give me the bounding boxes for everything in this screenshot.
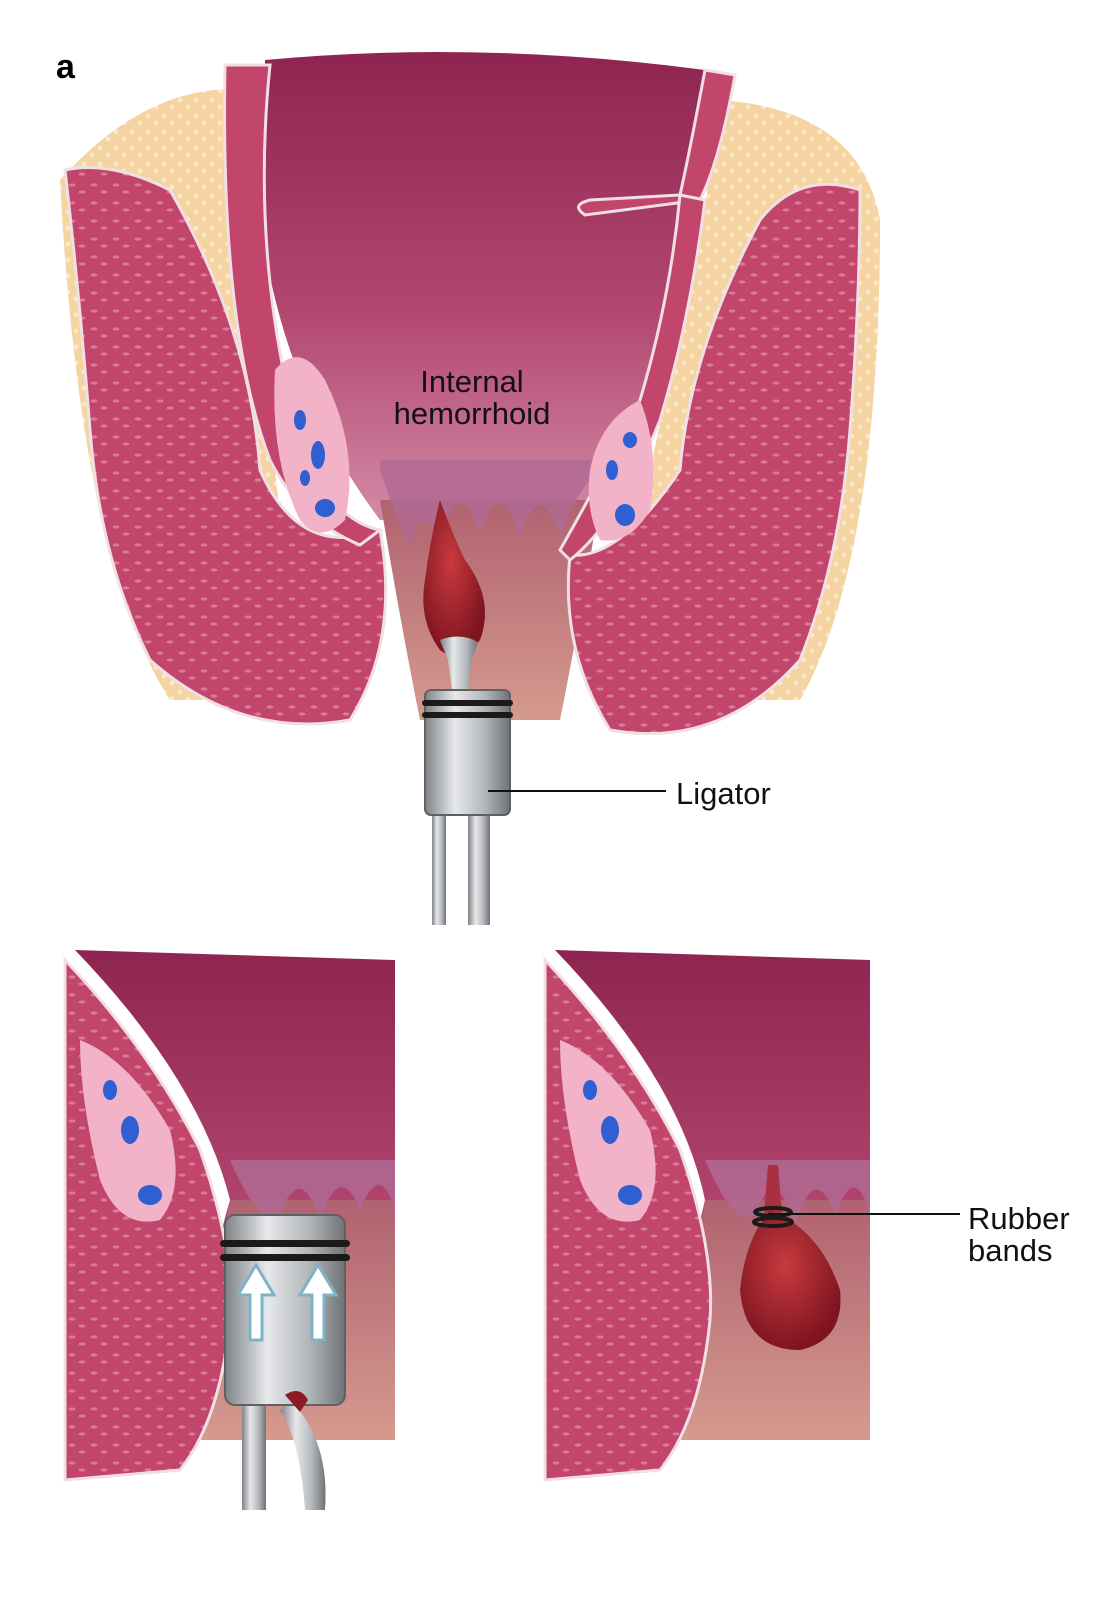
- ligated-hemorrhoid-stalk: [764, 1165, 782, 1215]
- right-lower-wall: [558, 193, 707, 563]
- bottom-left-panel: [63, 950, 395, 1510]
- br-vessels: [583, 1080, 642, 1205]
- bl-ligator-barrel: [224, 1214, 346, 1406]
- rubber-band-applied-2: [752, 1216, 794, 1228]
- internal-hemorrhoid: [423, 500, 485, 656]
- up-arrow-icon: [297, 1262, 339, 1342]
- ligator-label: Ligator: [676, 776, 771, 811]
- up-arrow-icon: [235, 1262, 277, 1342]
- ligator-barrel: [424, 689, 511, 816]
- right-rectal-wall: [577, 68, 737, 217]
- left-sphincter-muscle: [63, 166, 388, 726]
- ligator-shaft-right: [468, 810, 490, 925]
- rubber-bands-label: Rubber bands: [968, 1203, 1070, 1267]
- rubber-bands-label-line1: Rubber: [968, 1201, 1070, 1236]
- ligator-instrument: [422, 636, 513, 925]
- bl-vessels: [103, 1080, 162, 1205]
- internal-hemorrhoid-label-line1: Internal: [420, 364, 524, 399]
- left-hemorrhoidal-plexus: [274, 357, 350, 533]
- left-rectal-wall: [223, 63, 384, 547]
- rectal-lumen: [265, 52, 705, 520]
- rubber-band-1: [422, 700, 513, 706]
- bl-ligator: [220, 1214, 350, 1510]
- bottom-right-panel: [543, 950, 960, 1482]
- bl-band-2: [220, 1254, 350, 1261]
- right-hemorrhoidal-plexus: [588, 400, 654, 541]
- ligated-hemorrhoid: [740, 1210, 841, 1350]
- ligator-tip: [440, 636, 478, 690]
- ligator-shaft-left: [432, 810, 446, 925]
- right-sphincter-muscle: [566, 182, 862, 736]
- internal-hemorrhoid-label: Internal hemorrhoid: [372, 366, 572, 430]
- left-vessels: [294, 410, 335, 517]
- rubber-bands-label-line2: bands: [968, 1233, 1053, 1268]
- br-folds: [705, 1160, 870, 1225]
- bl-hemorrhoid-stub: [285, 1391, 308, 1412]
- bl-folds: [230, 1160, 395, 1220]
- bl-band-1: [220, 1240, 350, 1247]
- internal-hemorrhoid-label-line2: hemorrhoid: [393, 396, 551, 431]
- right-vessels: [606, 432, 637, 526]
- panel-letter: a: [56, 48, 75, 86]
- top-panel: [60, 52, 880, 925]
- rubber-band-2: [422, 712, 513, 718]
